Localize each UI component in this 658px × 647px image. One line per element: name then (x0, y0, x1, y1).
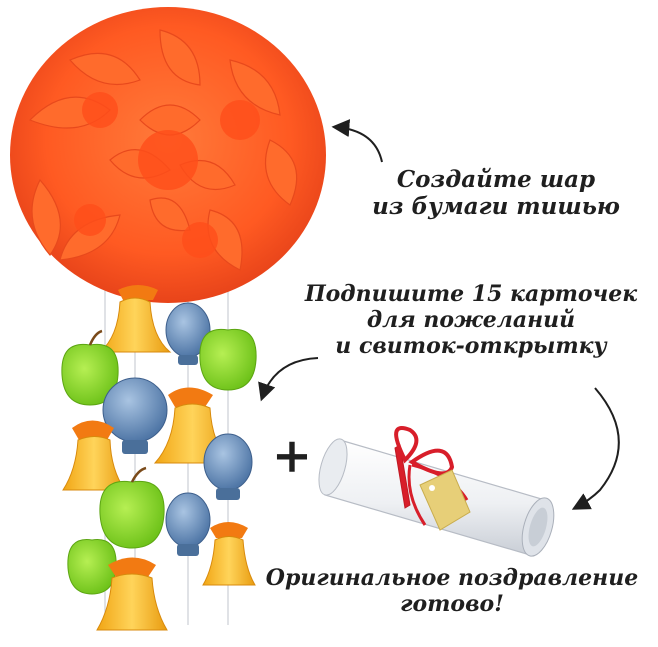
arrow-to-mobile (258, 357, 319, 402)
apple-ornament (199, 328, 257, 391)
pompom-illustration (10, 7, 326, 303)
caption-line: для пожеланий (366, 306, 576, 333)
caption-line: готово! (400, 590, 504, 617)
caption-pompom: Создайте шар из бумаги тишью (356, 166, 636, 220)
caption-line: Подпишите 15 карточек (304, 281, 638, 307)
bell-ornament (96, 557, 168, 631)
apple-ornament (99, 466, 165, 549)
caption-line: и свиток-открытку (335, 332, 607, 359)
bell-ornament (98, 285, 172, 353)
scroll-illustration (318, 426, 555, 557)
arrows (258, 119, 620, 510)
apple-ornament (67, 539, 117, 595)
gift-tag (419, 469, 471, 531)
apple-ornament (61, 329, 119, 406)
caption-cards: Подпишите 15 карточек для пожеланий и св… (296, 281, 646, 360)
caption-line: Оригинальное поздравление (265, 565, 639, 591)
caption-line: из бумаги тишью (372, 193, 620, 221)
arrow-to-pompom (331, 119, 383, 163)
bell-ornament (202, 522, 256, 586)
globe-ornament (203, 433, 253, 500)
bell-ornament (62, 420, 126, 491)
caption-result: Оригинальное поздравление готово! (262, 565, 642, 618)
plus-sign: + (272, 428, 312, 484)
caption-line: Создайте шар (396, 166, 596, 193)
globe-ornament (165, 492, 211, 556)
mobile-illustration (61, 285, 257, 631)
globe-ornament (165, 302, 211, 365)
arrow-to-scroll (571, 387, 620, 510)
globe-ornament (102, 377, 168, 454)
